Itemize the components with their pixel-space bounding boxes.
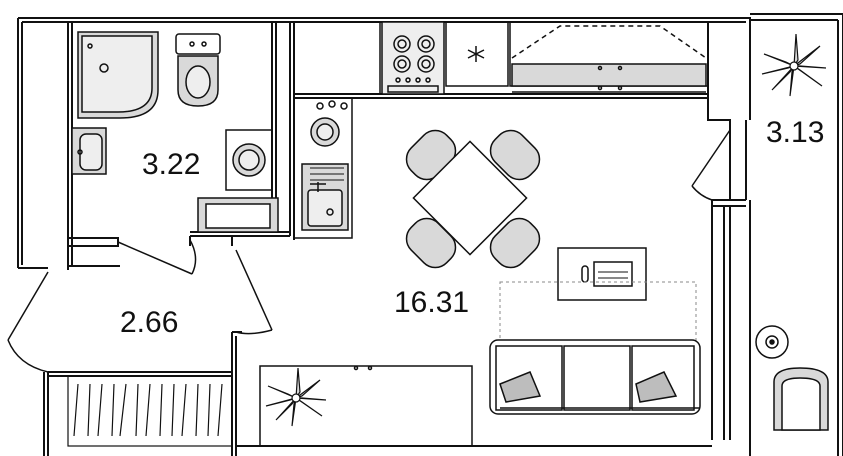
- sink-icon: [301, 163, 349, 231]
- laptop-icon: [581, 261, 633, 287]
- sofa: [489, 339, 701, 415]
- wardrobe: [67, 375, 233, 447]
- bathroom-cabinet: [197, 197, 279, 233]
- plant-icon: [265, 367, 327, 427]
- toilet-icon: [175, 33, 221, 107]
- rug: [499, 281, 697, 349]
- walls: [17, 13, 843, 456]
- chair-icon: [405, 129, 541, 269]
- coffee-machine: [310, 100, 348, 147]
- balcony-table: [755, 325, 789, 359]
- living-room-area-label: 16.31: [394, 286, 469, 319]
- doors: [7, 129, 731, 373]
- stove-icon: [381, 21, 445, 95]
- washing-machine-icon: [225, 129, 273, 191]
- desk: [557, 247, 647, 301]
- range-hood-icon: [509, 21, 709, 93]
- bathroom-area-label: 3.22: [142, 148, 200, 181]
- washbasin-icon: [71, 127, 107, 175]
- fridge: [445, 21, 509, 87]
- dining-table: [405, 129, 541, 269]
- balcony-area-label: 3.13: [766, 116, 824, 149]
- chair-icon: [773, 367, 829, 431]
- tv-stand: [259, 365, 473, 447]
- hallway-area-label: 2.66: [120, 306, 178, 339]
- kitchen-counter: [293, 21, 381, 239]
- shower-icon: [77, 31, 159, 119]
- plant-icon: [761, 33, 827, 97]
